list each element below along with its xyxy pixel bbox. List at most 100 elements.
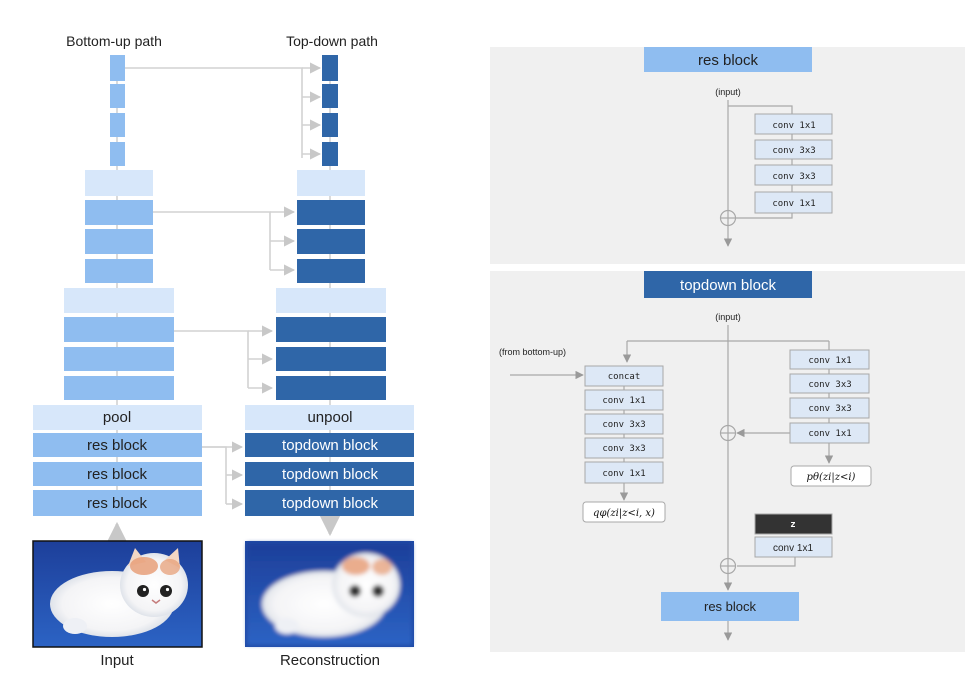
res-panel-input-label: (input) (715, 87, 741, 97)
bottom-up-block (110, 142, 125, 166)
concat-box (584, 365, 664, 387)
top-down-block (276, 347, 386, 371)
conv-label: conv 1x1 (772, 121, 815, 131)
posterior-box (582, 501, 666, 523)
bottom-up-block (85, 229, 153, 254)
top-down-block (322, 142, 338, 166)
left-thick-arrows (106, 515, 341, 543)
top-down-block (276, 317, 386, 342)
z-label: z (790, 520, 795, 530)
topdown-res-block (661, 592, 799, 621)
bottom-up-pool (85, 170, 153, 196)
conv-label: conv 3x3 (602, 420, 645, 430)
conv-box (789, 349, 870, 370)
topdown-block (245, 433, 414, 457)
z-sample-box (754, 513, 833, 535)
top-down-unpool (276, 288, 386, 313)
prior-formula: pθ(zi|z<i) (807, 472, 856, 483)
res-block (33, 433, 202, 457)
res-block-label: res block (87, 466, 148, 483)
conv-box (789, 397, 870, 419)
topdown-block-panel: topdown block (input) (from bottom-up) (490, 271, 965, 652)
bottom-up-block (85, 200, 153, 225)
bottom-up-path-label: Bottom-up path (66, 33, 162, 49)
top-down-block (297, 229, 365, 254)
conv-box (584, 413, 664, 435)
topdown-panel-title: topdown block (680, 277, 776, 294)
topdown-panel-input-label: (input) (715, 312, 741, 322)
top-down-stack: unpool topdown block topdown block topdo… (245, 55, 414, 516)
top-down-unpool (297, 170, 365, 196)
conv-box (754, 139, 833, 160)
bottom-up-stack: pool res block res block res block (33, 55, 202, 516)
topdown-connectors (510, 325, 834, 641)
topdown-panel-title-box (644, 271, 812, 298)
topdown-right-stack: conv 1x1 conv 3x3 conv 3x3 conv 1x1 (789, 349, 870, 444)
unpool-label: unpool (307, 409, 352, 426)
conv-label: conv 1x1 (808, 356, 851, 366)
bottom-up-block (110, 113, 125, 137)
conv-box (584, 437, 664, 459)
conv-label: conv 1x1 (773, 543, 813, 554)
conv-label: conv 1x1 (602, 469, 645, 479)
blurred-kitten-illustration (247, 543, 412, 645)
res-conv-stack: conv 1x1 conv 3x3 conv 3x3 conv 1x1 (754, 113, 833, 214)
reconstruction-image (245, 541, 414, 647)
conv-label: conv 3x3 (808, 380, 851, 390)
res-block (33, 462, 202, 486)
res-block-label: res block (87, 495, 148, 512)
res-block-label: res block (87, 437, 148, 454)
input-caption: Input (100, 652, 134, 669)
unpool-block (245, 405, 414, 430)
top-down-block (297, 259, 365, 283)
left-arrows (202, 62, 322, 510)
topdown-block-label: topdown block (282, 466, 378, 483)
conv-box (754, 164, 833, 186)
bottom-up-block (85, 259, 153, 283)
bottom-up-pool (64, 288, 174, 313)
conv-box (754, 113, 833, 135)
res-block-panel: res block (input) conv 1x1 conv 3x3 conv… (490, 47, 965, 264)
conv-label: conv 1x1 (772, 199, 815, 209)
res-panel-title: res block (698, 52, 759, 69)
bottom-up-block (110, 84, 125, 108)
bottom-up-block (64, 376, 174, 400)
kitten-illustration (50, 548, 188, 637)
from-bottom-up-label: (from bottom-up) (499, 347, 566, 357)
posterior-formula: qφ(zi|z<i, x) (593, 508, 655, 519)
bottom-up-block (64, 317, 174, 342)
left-architecture: Bottom-up path Top-down path (32, 33, 414, 669)
conv-box (754, 191, 833, 214)
topdown-block-label: topdown block (282, 437, 378, 454)
pool-block (33, 405, 202, 430)
topdown-block-label: topdown block (282, 495, 378, 512)
top-down-block (322, 55, 338, 81)
conv-box (584, 461, 664, 484)
concat-label: concat (608, 372, 641, 382)
res-block (33, 490, 202, 516)
conv-box (789, 373, 870, 394)
top-down-block (322, 113, 338, 137)
reconstruction-caption: Reconstruction (280, 652, 380, 669)
top-down-block (297, 200, 365, 225)
conv-label: conv 3x3 (808, 404, 851, 414)
conv-box (754, 536, 833, 558)
top-down-block (322, 84, 338, 108)
topdown-left-stack: concat conv 1x1 conv 3x3 conv 3x3 conv 1… (584, 365, 664, 484)
conv-label: conv 3x3 (602, 444, 645, 454)
res-panel-title-box (644, 47, 812, 72)
input-image (32, 540, 203, 648)
bottom-up-block (110, 55, 125, 81)
conv-box (789, 422, 870, 444)
conv-label: conv 3x3 (772, 146, 815, 156)
conv-label: conv 3x3 (772, 172, 815, 182)
topdown-block (245, 462, 414, 486)
topdown-res-block-label: res block (704, 599, 757, 614)
conv-box (584, 389, 664, 411)
conv-label: conv 1x1 (602, 396, 645, 406)
res-panel-connectors (723, 100, 793, 247)
pool-label: pool (103, 409, 131, 426)
top-down-block (276, 376, 386, 400)
top-down-path-label: Top-down path (286, 33, 378, 49)
